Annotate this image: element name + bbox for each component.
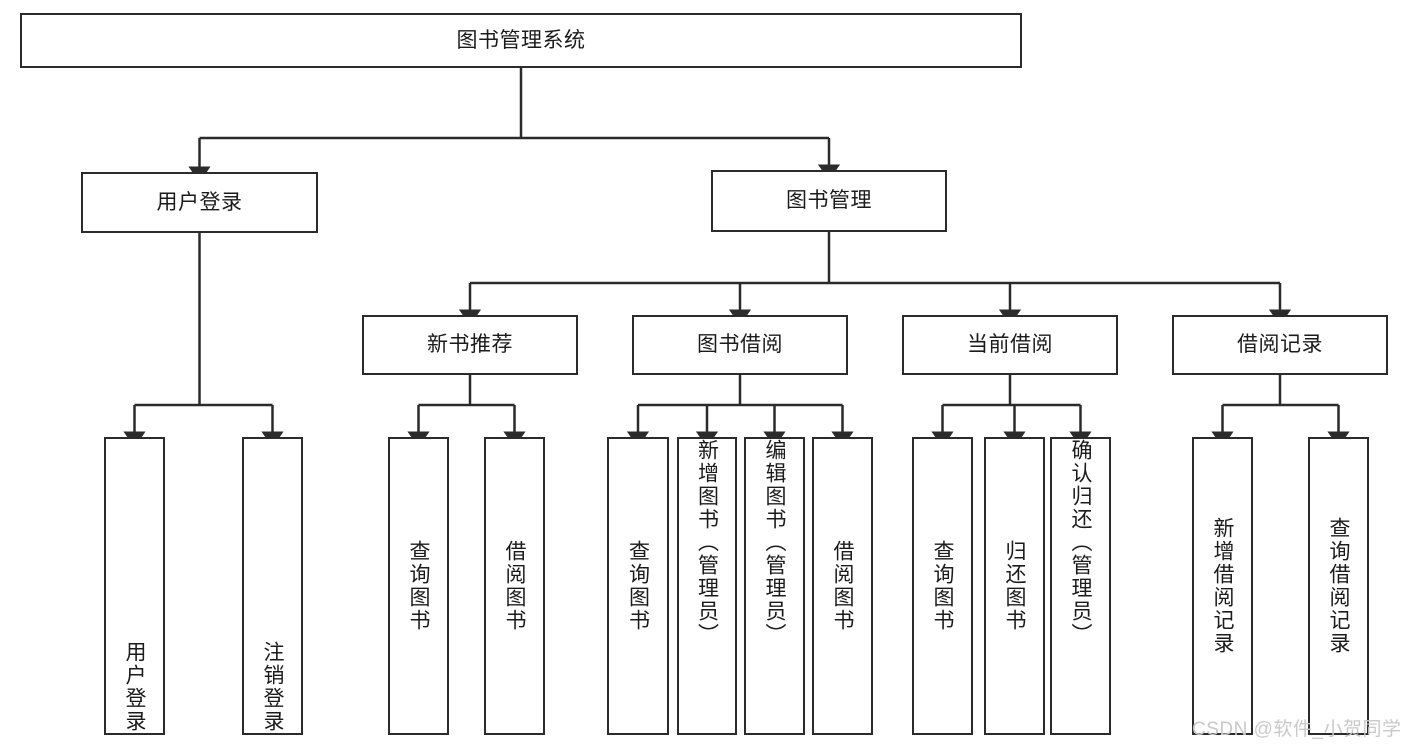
node-label: 借阅图书 [831,540,854,632]
node-leaf9[interactable]: 查询图书 [912,437,973,735]
node-borrow[interactable]: 图书借阅 [632,315,848,375]
node-label: 注销登录 [261,641,284,733]
node-label: 归还图书 [1003,540,1026,632]
node-label: 新书推荐 [427,333,513,357]
node-leaf6[interactable]: 新增图书（管理员） [677,437,737,735]
node-label: 查询图书 [626,540,650,632]
node-leaf10[interactable]: 归还图书 [984,437,1045,735]
node-root[interactable]: 图书管理系统 [20,13,1022,68]
node-leaf11[interactable]: 确认归还（管理员） [1050,437,1111,735]
node-leaf7[interactable]: 编辑图书（管理员） [744,437,805,735]
node-label: 借阅记录 [1237,333,1323,357]
node-label: 查询图书 [407,540,430,632]
node-leaf4[interactable]: 借阅图书 [484,437,545,735]
node-newbook[interactable]: 新书推荐 [362,315,578,375]
node-records[interactable]: 借阅记录 [1172,315,1388,375]
node-label: 新增图书（管理员） [695,439,719,646]
node-label: 当前借阅 [967,333,1053,357]
node-label: 查询图书 [931,540,954,632]
node-label: 用户登录 [123,641,146,733]
node-label: 新增借阅记录 [1211,517,1234,655]
node-leaf2[interactable]: 注销登录 [242,437,303,735]
watermark-text: CSDN @软件_小贺同学 [1192,719,1402,740]
node-bookmgmt[interactable]: 图书管理 [711,170,947,232]
node-label: 用户登录 [156,190,243,214]
node-leaf13[interactable]: 查询借阅记录 [1308,437,1369,735]
node-leaf5[interactable]: 查询图书 [607,437,669,735]
node-label: 查询借阅记录 [1327,517,1350,655]
node-leaf12[interactable]: 新增借阅记录 [1192,437,1253,735]
node-label: 确认归还（管理员） [1069,439,1092,646]
node-label: 借阅图书 [503,540,526,632]
node-label: 图书借阅 [697,333,783,357]
node-leaf1[interactable]: 用户登录 [104,437,165,735]
node-login[interactable]: 用户登录 [81,172,318,233]
node-label: 图书管理 [786,189,872,213]
node-label: 编辑图书（管理员） [763,439,786,646]
node-leaf3[interactable]: 查询图书 [388,437,449,735]
node-current[interactable]: 当前借阅 [902,315,1118,375]
node-leaf8[interactable]: 借阅图书 [812,437,873,735]
node-label: 图书管理系统 [456,28,586,52]
edge-group [123,68,1350,448]
